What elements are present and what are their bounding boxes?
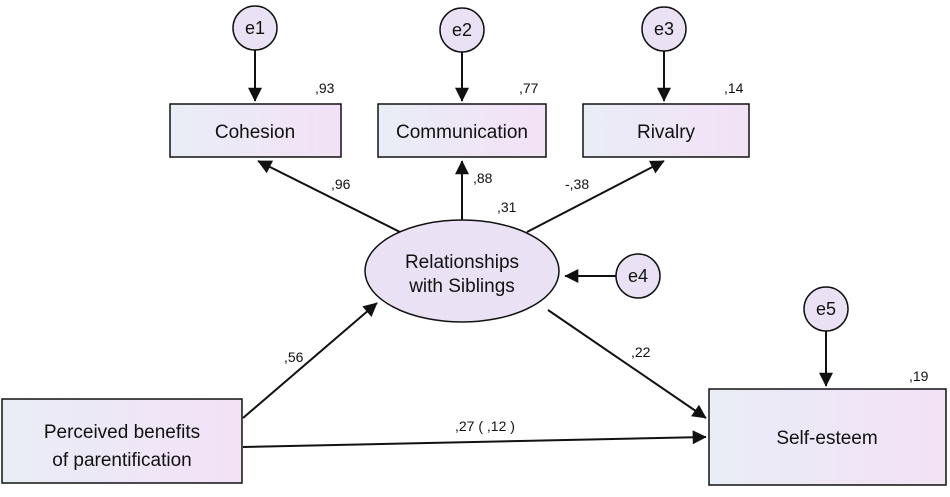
coef-relationships-communication: ,88 [473,170,493,186]
error-e1-label: e1 [245,18,265,38]
error-e5: e5 [803,286,849,332]
arrow-perceived-self-esteem [242,430,707,448]
coef-perceived-relationships: ,56 [284,349,304,365]
coef-relationships-self-esteem: ,22 [631,344,651,360]
node-self-esteem: Self-esteem ,19 [708,368,947,486]
self-esteem-label: Self-esteem [776,428,877,449]
cohesion-label: Cohesion [215,122,295,143]
relationships-label-line1: Relationships [405,252,519,273]
rivalry-r2: ,14 [724,80,744,96]
node-cohesion: Cohesion ,93 [169,80,342,158]
relationships-label-line2: with Siblings [408,276,515,297]
coef-relationships-rivalry: -,38 [565,176,589,192]
cohesion-r2: ,93 [315,80,335,96]
node-communication: Communication ,77 [377,80,547,158]
communication-label: Communication [396,122,528,143]
error-e3-label: e3 [654,19,674,39]
relationships-r2: ,31 [497,199,517,215]
coef-relationships-cohesion: ,96 [331,176,351,192]
error-e4: e4 [615,253,661,299]
rivalry-label: Rivalry [637,122,696,143]
error-e2: e2 [439,7,485,53]
self-esteem-r2: ,19 [909,368,929,384]
communication-r2: ,77 [519,80,539,96]
perceived-label-line2: of parentification [52,450,191,471]
coef-perceived-self-esteem: ,27 ( ,12 ) [455,418,515,434]
arrow-relationships-self-esteem [547,309,707,419]
arrow-relationships-rivalry [526,160,665,233]
arrow-perceived-relationships [242,302,378,419]
arrow-relationships-cohesion [257,160,403,234]
error-e2-label: e2 [452,20,472,40]
error-e5-label: e5 [816,299,836,319]
error-e1: e1 [232,5,278,51]
error-e4-label: e4 [628,266,648,286]
node-rivalry: Rivalry ,14 [582,80,750,158]
node-relationships-with-siblings: Relationships with Siblings ,31 [364,199,560,323]
error-e3: e3 [641,6,687,52]
node-perceived-benefits: Perceived benefits of parentification [1,398,243,484]
perceived-label-line1: Perceived benefits [44,422,200,443]
